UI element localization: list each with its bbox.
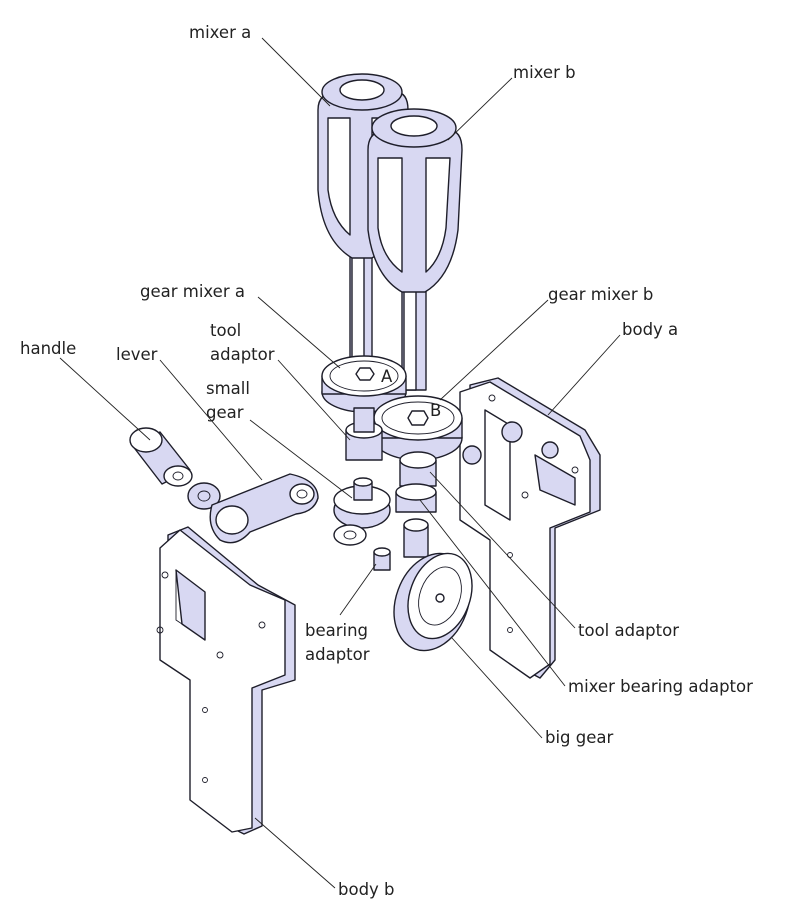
labels: mixer a mixer b gear mixer a gear mixer …: [20, 23, 753, 899]
label-big-gear: big gear: [545, 728, 614, 747]
mixer-b-part: [367, 108, 463, 391]
leader-handle: [59, 357, 151, 441]
label-tool-adaptor: tool adaptor: [578, 621, 679, 640]
label-tool-adaptor-top-line2: adaptor: [210, 345, 275, 364]
label-bearing-adaptor-line1: bearing: [305, 621, 368, 640]
leader-small-gear: [249, 419, 353, 499]
label-bearing-adaptor-line2: adaptor: [305, 645, 370, 664]
label-handle: handle: [20, 339, 76, 358]
label-body-a: body a: [622, 320, 678, 339]
leader-bearing-adaptor: [339, 563, 377, 616]
gear-mixer-a-part: A: [321, 355, 407, 413]
label-lever: lever: [116, 345, 158, 364]
handle-part: [129, 427, 193, 487]
gear-mixer-b-part: B: [373, 395, 463, 461]
label-mixer-a: mixer a: [189, 23, 251, 42]
leader-body-b: [254, 817, 336, 889]
leader-lines: [59, 37, 621, 889]
gear-mark-b: B: [430, 401, 441, 420]
label-gear-mixer-b: gear mixer b: [548, 285, 653, 304]
label-body-b: body b: [338, 880, 395, 899]
label-small-gear-line2: gear: [206, 403, 244, 422]
leader-body-a: [547, 334, 621, 416]
big-gear-part: [393, 552, 473, 652]
leader-mixer-a: [261, 37, 331, 107]
label-mixer-b: mixer b: [513, 63, 576, 82]
lever-part: [187, 473, 319, 544]
leader-big-gear: [451, 637, 543, 739]
leader-mixer-bearing-adaptor: [419, 499, 566, 687]
leader-tool-adaptor-top: [277, 359, 351, 441]
leader-gear-mixer-a: [257, 296, 341, 369]
tool-adaptor-b-part: [395, 451, 437, 513]
leader-gear-mixer-b: [439, 299, 549, 401]
small-gear-part: [333, 477, 391, 546]
leader-mixer-b: [447, 77, 513, 141]
tool-adaptor-a-part: [345, 407, 383, 461]
label-mixer-bearing-adaptor: mixer bearing adaptor: [568, 677, 753, 696]
mixer-bearing-adaptor-part: [403, 518, 429, 558]
body-b-part: [156, 526, 296, 835]
label-tool-adaptor-top-line1: tool: [210, 321, 241, 340]
leader-lever: [159, 359, 263, 481]
body-a-part: [459, 377, 601, 679]
label-gear-mixer-a: gear mixer a: [140, 282, 245, 301]
gear-mark-a: A: [381, 367, 393, 386]
bearing-adaptor-part: [373, 547, 391, 571]
label-small-gear-line1: small: [206, 379, 250, 398]
leader-tool-adaptor: [429, 471, 576, 629]
